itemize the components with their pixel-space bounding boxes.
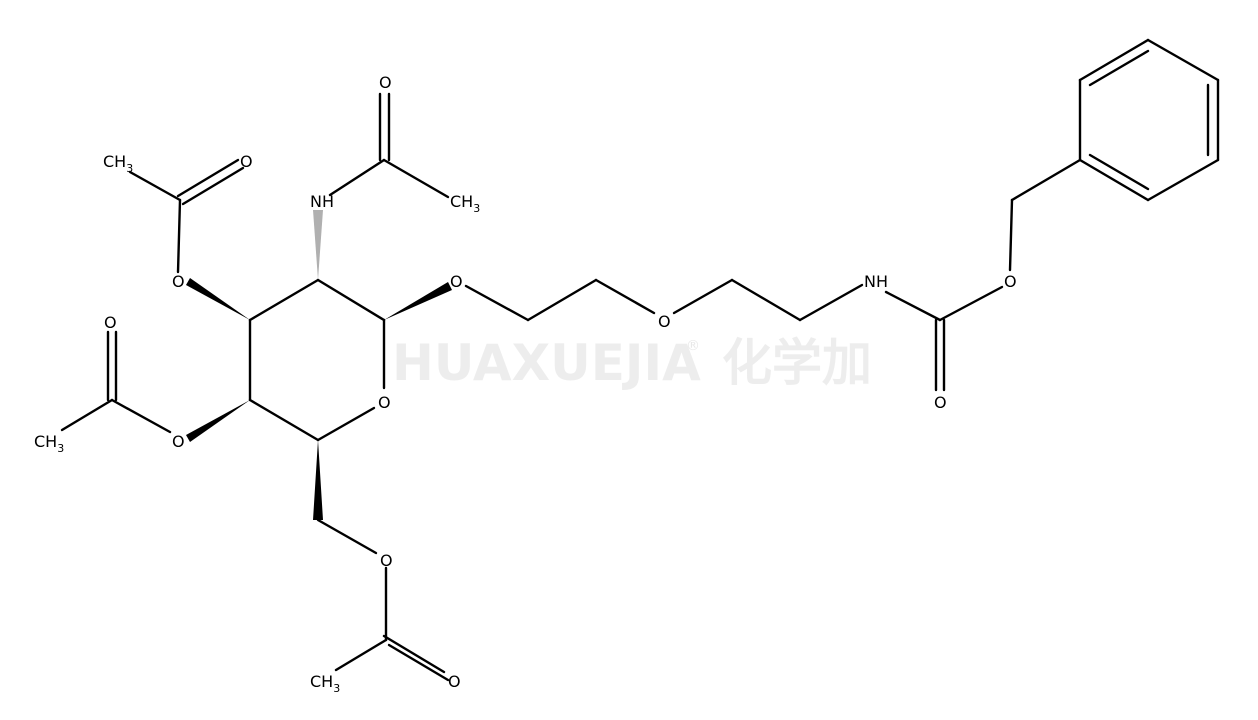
peg-linker (464, 278, 864, 322)
label-o-anomeric: O (450, 272, 463, 291)
label-ch3-acetamide: CH3 (450, 192, 480, 215)
label-ch3-ac3: CH3 (103, 152, 133, 175)
watermark-cn: 化学加 (722, 334, 872, 392)
label-nh-top: NH (310, 192, 334, 211)
label-nh-right: NH (864, 272, 888, 291)
label-o-ring: O (378, 393, 391, 412)
label-o-ac4-ester: O (172, 432, 185, 451)
atom-labels: NH NH O O O O O O O O O O O O CH3 CH3 CH… (34, 73, 1017, 695)
label-o-acetamide-dbl: O (379, 73, 392, 92)
stereo-wedges (186, 210, 452, 520)
acetate-group-6 (316, 518, 450, 682)
label-o-carbamate-dbl: O (934, 393, 947, 412)
watermark-registered: ® (686, 338, 700, 354)
label-o-carbamate: O (1004, 272, 1017, 291)
acetate-group-3 (128, 158, 245, 274)
label-o-ac3-ester: O (172, 272, 185, 291)
label-ch3-ac4: CH3 (34, 432, 64, 455)
label-o-ether: O (658, 312, 671, 331)
label-ch3-ac6: CH3 (310, 672, 340, 695)
acetamide-group (328, 92, 450, 199)
label-o-ac6-ester: O (380, 551, 393, 570)
label-o-ac4-dbl: O (104, 313, 117, 332)
label-o-ac6-dbl: O (448, 672, 461, 691)
watermark-brand: HUAXUEJIA (392, 334, 701, 392)
carbamate-group (884, 158, 1082, 392)
pyranose-ring (248, 278, 386, 442)
label-o-ac3-dbl: O (240, 152, 253, 171)
acetate-group-4 (60, 330, 172, 434)
benzene-ring (1078, 38, 1220, 202)
